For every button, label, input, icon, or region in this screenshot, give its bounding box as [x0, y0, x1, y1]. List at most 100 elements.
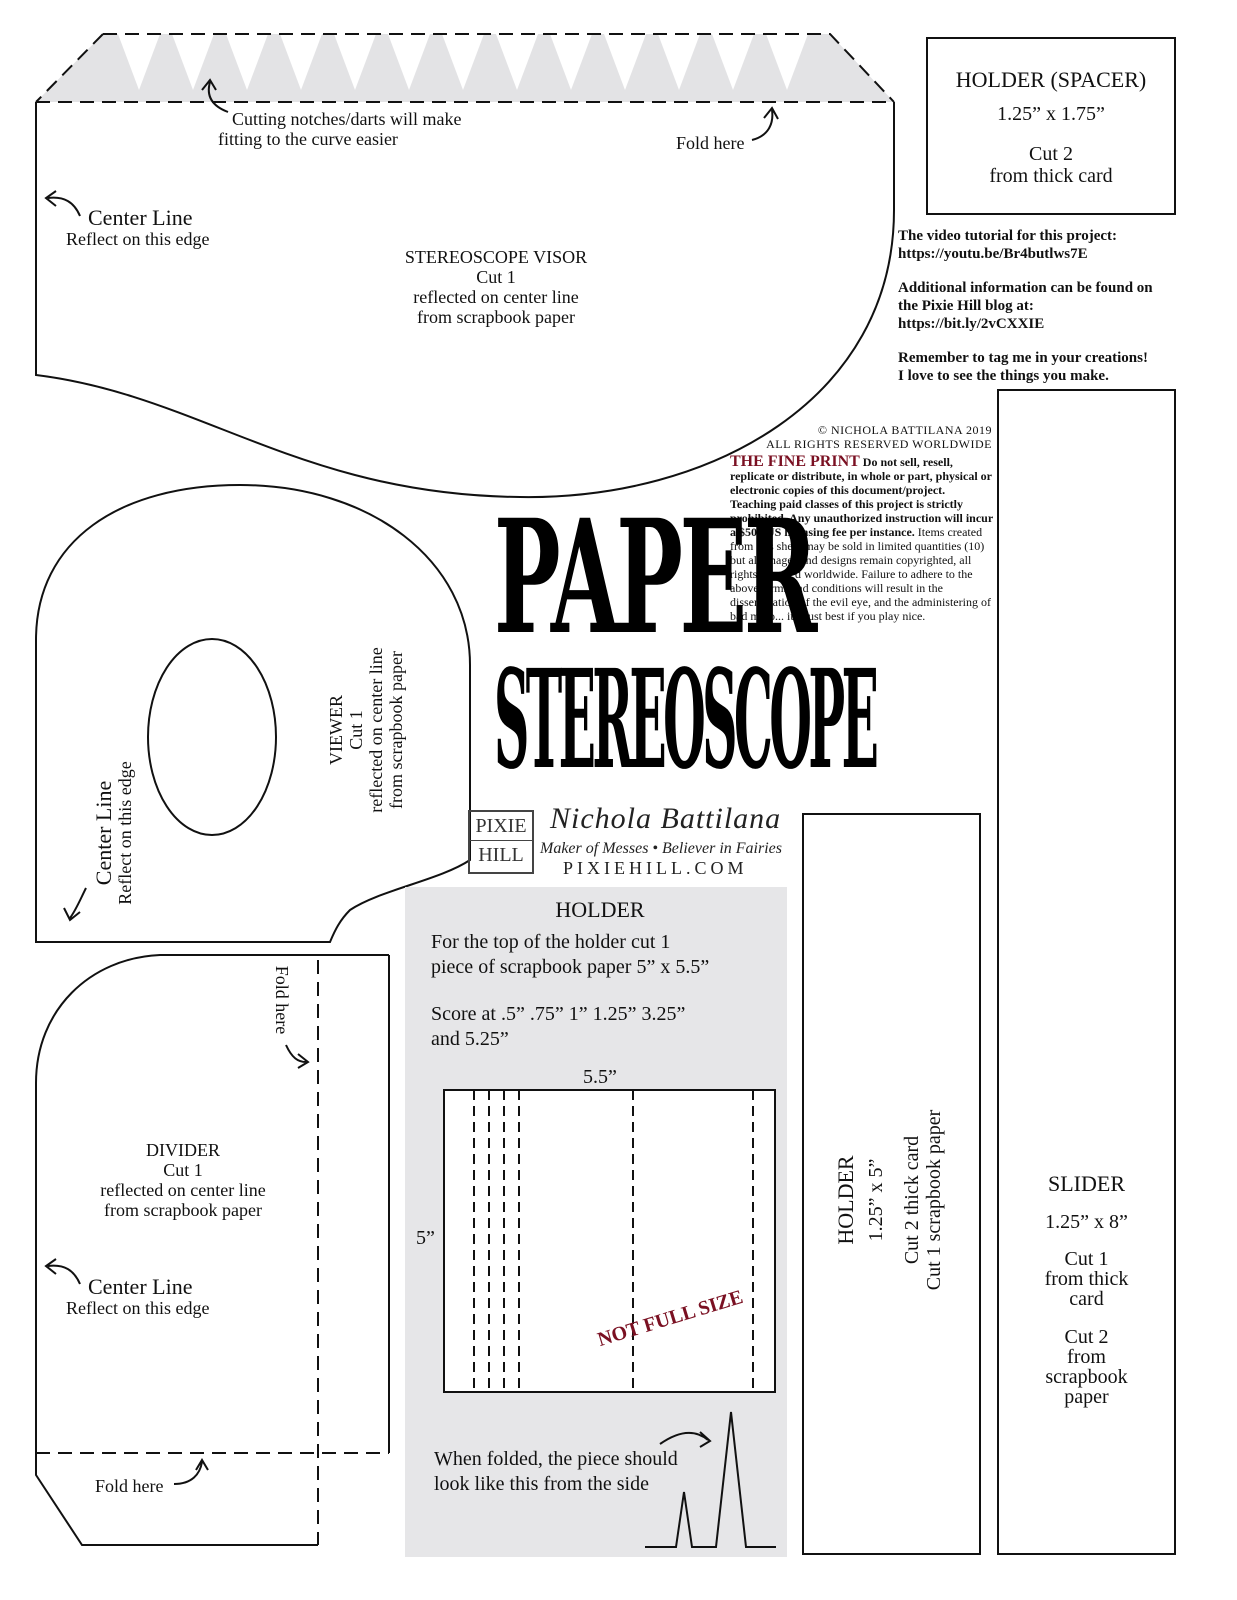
- visor-reflected: reflected on center line: [413, 287, 579, 307]
- holder-folded-line1: When folded, the piece should: [434, 1448, 678, 1470]
- slider-cut2: Cut 2 from scrapbook paper: [999, 1327, 1174, 1407]
- visor-info: STEREOSCOPE VISOR Cut 1 reflected on cen…: [350, 247, 642, 327]
- viewer-reflected: reflected on center line: [366, 647, 386, 813]
- fold-arrow-divider: [285, 1044, 310, 1069]
- signature: Nichola Battilana: [550, 802, 782, 835]
- divider-reflect: Reflect on this edge: [66, 1298, 210, 1318]
- spacer-piece: HOLDER (SPACER) 1.25” x 1.75” Cut 2 from…: [926, 37, 1176, 215]
- divider-info: DIVIDER Cut 1 reflected on center line f…: [60, 1140, 306, 1220]
- slider-cut2-d: paper: [1064, 1386, 1109, 1408]
- pixie-hill-logo: PIXIE HILL: [468, 810, 534, 874]
- holder-score-lines: [473, 1090, 754, 1392]
- holder-height-label: 5”: [416, 1227, 435, 1249]
- project-info: The video tutorial for this project: htt…: [898, 227, 1198, 385]
- viewer-material: from scrapbook paper: [386, 651, 406, 809]
- holder-width-label: 5.5”: [583, 1066, 617, 1088]
- copyright-line2: ALL RIGHTS RESERVED WORLDWIDE: [766, 437, 992, 451]
- spacer-cut: Cut 2: [1029, 143, 1073, 165]
- folded-side-view: [645, 1411, 776, 1548]
- holder-instr-line1: For the top of the holder cut 1: [431, 931, 671, 953]
- divider-title: DIVIDER: [146, 1140, 220, 1160]
- viewer-center-line-label: Center Line Reflect on this edge: [91, 733, 135, 933]
- visor-fold-label: Fold here: [676, 133, 745, 153]
- slider-cut2-b: from: [1067, 1346, 1106, 1368]
- tag-line2: I love to see the things you make.: [898, 368, 1109, 384]
- blog-url[interactable]: https://bit.ly/2vCXXIE: [898, 316, 1045, 332]
- spacer-size: 1.25” x 1.75”: [997, 103, 1105, 125]
- viewer-outline: [35, 483, 471, 943]
- slider-cut2-a: Cut 2: [1064, 1326, 1109, 1348]
- center-arrow-visor: [44, 190, 81, 217]
- slider-piece: SLIDER 1.25” x 8” Cut 1 from thick card …: [997, 389, 1176, 1555]
- logo-bottom: HILL: [478, 844, 524, 866]
- visor-notches-line1: Cutting notches/darts will make: [232, 109, 462, 129]
- holder-strip-info: HOLDER 1.25” x 5” Cut 2 thick card Cut 1…: [833, 1070, 945, 1330]
- slider-cut1-c: card: [1069, 1288, 1104, 1310]
- fine-print: THE FINE PRINT Do not sell, resell, repl…: [730, 453, 994, 624]
- visor-notch-band: [35, 33, 895, 103]
- holder-strip-size: 1.25” x 5”: [865, 1158, 887, 1242]
- viewer-title: VIEWER: [326, 695, 346, 765]
- divider-fold-label: Fold here: [272, 965, 292, 1035]
- center-arrow-divider: [44, 1258, 81, 1285]
- divider-outline: [35, 954, 390, 1453]
- divider-material: from scrapbook paper: [104, 1200, 262, 1220]
- divider-bottom-flap: [35, 1453, 318, 1546]
- copyright-line1: © NICHOLA BATTILANA 2019: [817, 423, 992, 437]
- holder-panel-title: HOLDER: [555, 897, 645, 922]
- title-paper: PAPER: [494, 486, 817, 670]
- viewer-cut: Cut 1: [346, 710, 366, 750]
- visor-center-line: Center Line: [88, 205, 193, 230]
- slider-size: 1.25” x 8”: [1045, 1211, 1128, 1233]
- visor-center-line-label: Center Line Reflect on this edge: [66, 205, 266, 250]
- viewer-eyehole: [147, 638, 277, 836]
- divider-cut: Cut 1: [163, 1160, 203, 1180]
- spacer-material: from thick card: [989, 165, 1113, 187]
- holder-diagram-box: [443, 1089, 776, 1393]
- divider-reflected: reflected on center line: [100, 1180, 266, 1200]
- holder-folded-line2: look like this from the side: [434, 1473, 649, 1495]
- website[interactable]: PIXIEHILL.COM: [563, 858, 748, 878]
- divider-center-line: Center Line: [88, 1274, 193, 1299]
- fine-print-bold: Do not sell, resell, replicate or distri…: [730, 455, 993, 539]
- tag-line1: Remember to tag me in your creations!: [898, 350, 1148, 366]
- holder-instr-line2: piece of scrapbook paper 5” x 5.5”: [431, 956, 710, 978]
- slider-cut1: Cut 1 from thick card: [999, 1249, 1174, 1309]
- center-arrow-viewer: [63, 887, 87, 922]
- slider-cut1-b: from thick: [1044, 1268, 1129, 1290]
- fold-arrow-visor: [751, 106, 779, 141]
- spacer-title: HOLDER (SPACER): [955, 67, 1147, 92]
- visor-cut: Cut 1: [476, 267, 516, 287]
- viewer-reflect: Reflect on this edge: [115, 761, 135, 905]
- visor-title: STEREOSCOPE VISOR: [404, 247, 588, 267]
- holder-strip-title: HOLDER: [833, 1155, 858, 1245]
- tagline: Maker of Messes • Believer in Fairies: [540, 840, 782, 857]
- slider-cut1-a: Cut 1: [1064, 1248, 1109, 1270]
- slider-title: SLIDER: [1048, 1171, 1125, 1196]
- viewer-center-line: Center Line: [91, 780, 116, 886]
- folded-arrow: [659, 1431, 712, 1448]
- holder-instructions: For the top of the holder cut 1 piece of…: [431, 930, 781, 1052]
- blog-line1: Additional information can be found on: [898, 280, 1153, 296]
- copyright: © NICHOLA BATTILANA 2019 ALL RIGHTS RESE…: [720, 423, 992, 451]
- viewer-info: VIEWER Cut 1 reflected on center line fr…: [326, 610, 406, 850]
- holder-score-line1: Score at .5” .75” 1” 1.25” 3.25”: [431, 1003, 686, 1025]
- title-stereoscope: STEREOSCOPE: [494, 641, 879, 801]
- fold-arrow-divider-bottom: [173, 1458, 209, 1485]
- holder-strip-piece: [802, 813, 981, 1555]
- notch-arrow: [201, 78, 229, 113]
- divider-center-line-label: Center Line Reflect on this edge: [66, 1274, 266, 1319]
- logo-top: PIXIE: [470, 812, 532, 841]
- visor-material: from scrapbook paper: [417, 307, 575, 327]
- visor-notches-note: Cutting notches/darts will make fitting …: [218, 109, 518, 149]
- holder-strip-cut2: Cut 1 scrapbook paper: [923, 1109, 945, 1291]
- slider-cut2-c: scrapbook: [1045, 1366, 1128, 1388]
- fine-print-normal: Items created from this sheet may be sol…: [730, 525, 991, 623]
- visor-outline: [35, 102, 895, 499]
- fine-print-heading: THE FINE PRINT: [730, 453, 860, 470]
- holder-score-line2: and 5.25”: [431, 1028, 509, 1050]
- visor-reflect: Reflect on this edge: [66, 229, 210, 249]
- video-url[interactable]: https://youtu.be/Br4butlws7E: [898, 246, 1088, 262]
- visor-notches-line2: fitting to the curve easier: [218, 129, 398, 149]
